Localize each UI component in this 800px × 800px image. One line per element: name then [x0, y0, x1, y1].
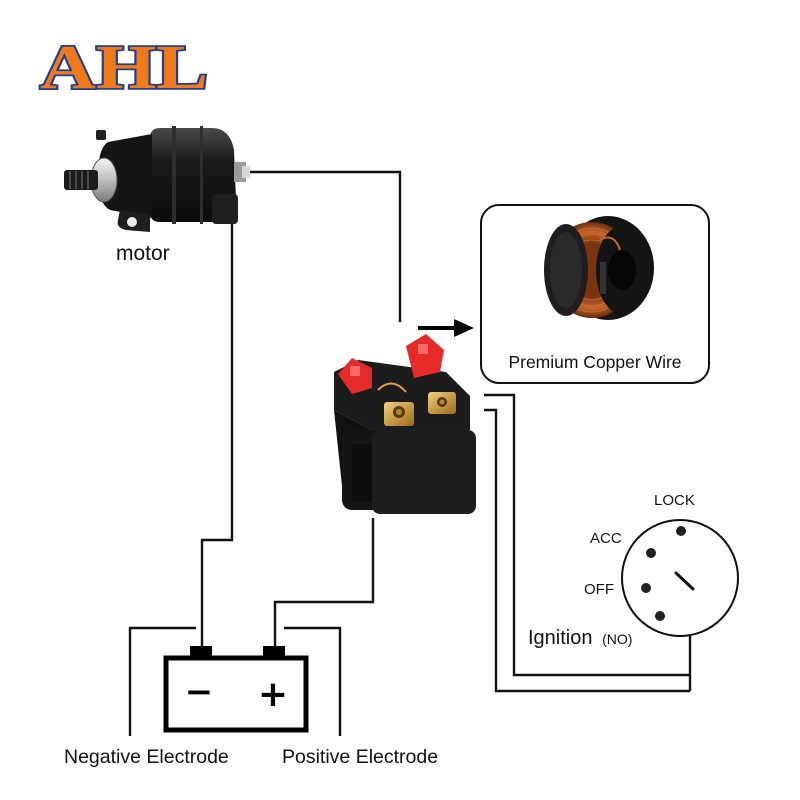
acc-label: ACC	[590, 530, 622, 547]
starter-relay-icon	[334, 334, 476, 514]
battery-body	[163, 655, 309, 733]
battery-negative-terminal	[190, 646, 212, 659]
relay-terminal	[428, 392, 456, 414]
position-dot-acc	[646, 548, 656, 558]
battery-minus-sign: −	[185, 672, 214, 712]
lock-label: LOCK	[654, 492, 695, 509]
wire-motor-to-negative	[200, 220, 234, 648]
wiring	[128, 170, 692, 736]
fuse-icon	[406, 334, 444, 378]
wire-relay-to-ignition-2	[484, 408, 690, 693]
copper-wire-spool-icon	[544, 216, 654, 320]
ignition-label: Ignition (NO)	[528, 627, 632, 649]
copper-wire-label: Premium Copper Wire	[508, 352, 681, 372]
ignition-label-note: (NO)	[602, 631, 632, 647]
negative-electrode-label: Negative Electrode	[64, 746, 229, 768]
key-pointer	[674, 571, 695, 591]
arrow-right-icon	[418, 319, 474, 337]
wire-positive-leader	[284, 626, 342, 736]
fuse-icon	[338, 358, 372, 394]
battery-icon: − +	[163, 646, 309, 733]
brand-logo: AHL	[38, 32, 209, 104]
position-dot-on	[655, 611, 665, 621]
copper-wire-callout: Premium Copper Wire	[480, 204, 710, 384]
ignition-label-main: Ignition	[528, 627, 593, 649]
battery-positive-terminal	[263, 646, 285, 659]
starter-motor-icon	[64, 126, 250, 232]
wire-relay-to-ignition-1	[484, 393, 690, 677]
position-dot-off	[641, 583, 651, 593]
wire-negative-leader	[128, 626, 196, 736]
positive-electrode-label: Positive Electrode	[282, 746, 438, 768]
motor-label: motor	[116, 242, 170, 265]
brand-logo-text: AHL	[40, 34, 208, 102]
relay-terminal	[384, 402, 414, 426]
ignition-switch-icon	[621, 519, 739, 637]
battery-plus-sign: +	[258, 674, 288, 715]
wire-motor-to-relay	[244, 170, 402, 322]
off-label: OFF	[584, 581, 614, 598]
wire-relay-to-positive	[273, 518, 375, 648]
position-dot-lock	[676, 526, 686, 536]
